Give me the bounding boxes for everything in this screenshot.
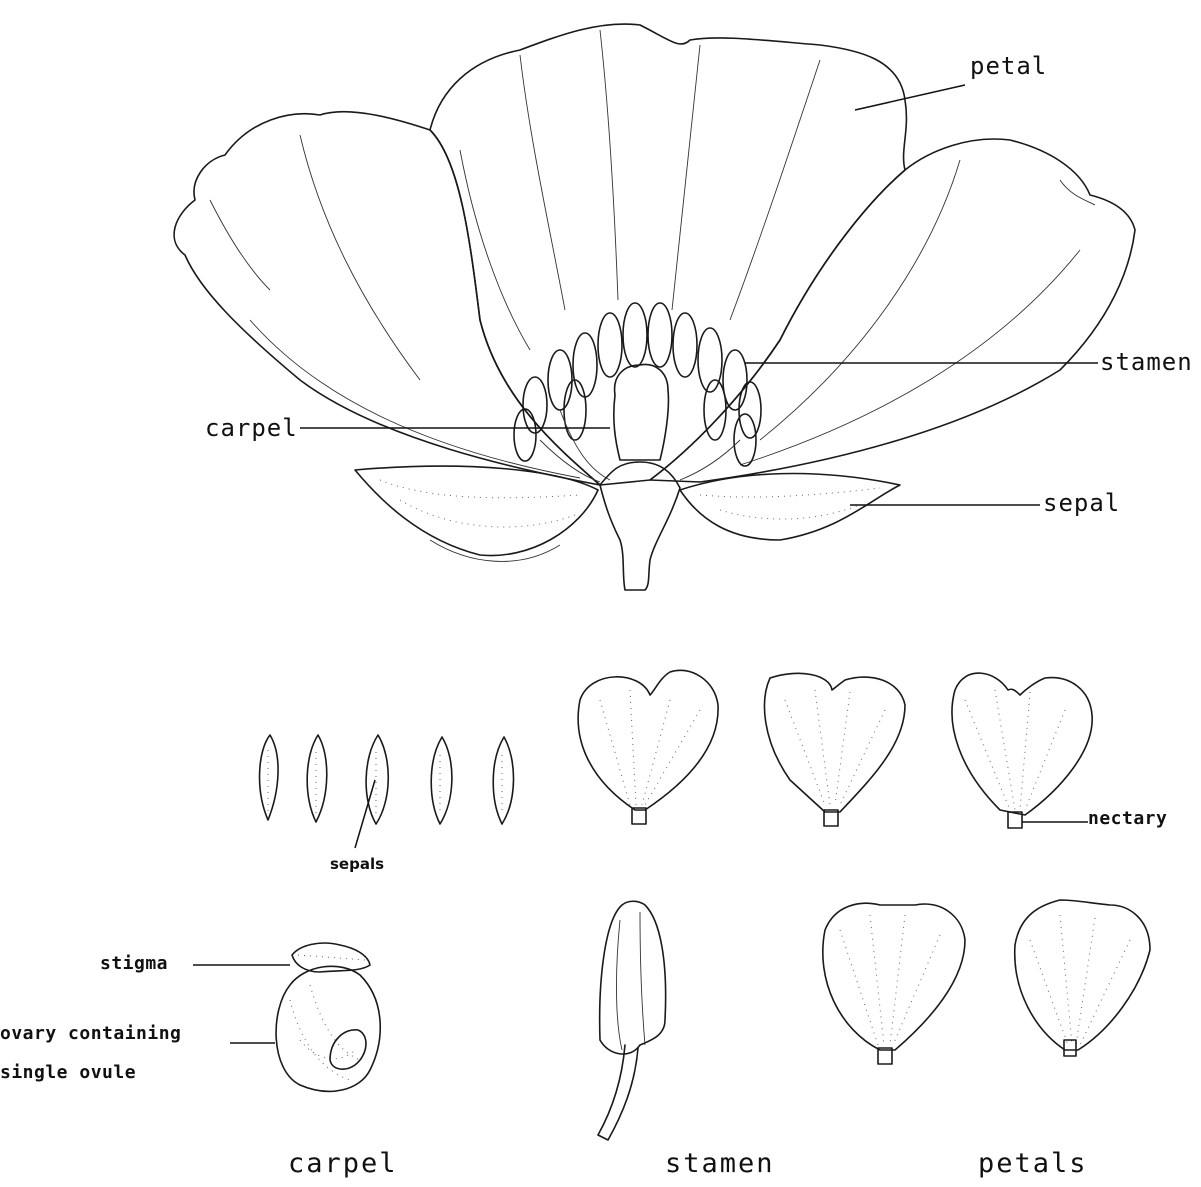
label-petal: petal <box>970 52 1047 80</box>
label-ovary-line1: ovary containing <box>0 1023 181 1044</box>
label-sepals: sepals <box>330 855 384 873</box>
detached-petals <box>578 670 1150 1064</box>
right-sepal <box>680 474 900 540</box>
caption-petals: petals <box>978 1148 1088 1179</box>
carpel-structure <box>614 364 669 460</box>
caption-stamen: stamen <box>665 1148 775 1179</box>
stamen-detail <box>598 901 666 1140</box>
label-stamen: stamen <box>1100 348 1193 376</box>
label-stigma: stigma <box>100 953 168 974</box>
caption-carpel: carpel <box>288 1148 398 1179</box>
label-nectary: nectary <box>1088 808 1167 829</box>
carpel-detail <box>276 943 380 1091</box>
left-sepal <box>355 466 598 555</box>
detached-sepals <box>260 735 514 824</box>
label-carpel: carpel <box>205 414 298 442</box>
label-sepal: sepal <box>1043 489 1120 517</box>
stamen-cluster <box>514 303 761 482</box>
label-ovary-line2: single ovule <box>0 1062 136 1083</box>
